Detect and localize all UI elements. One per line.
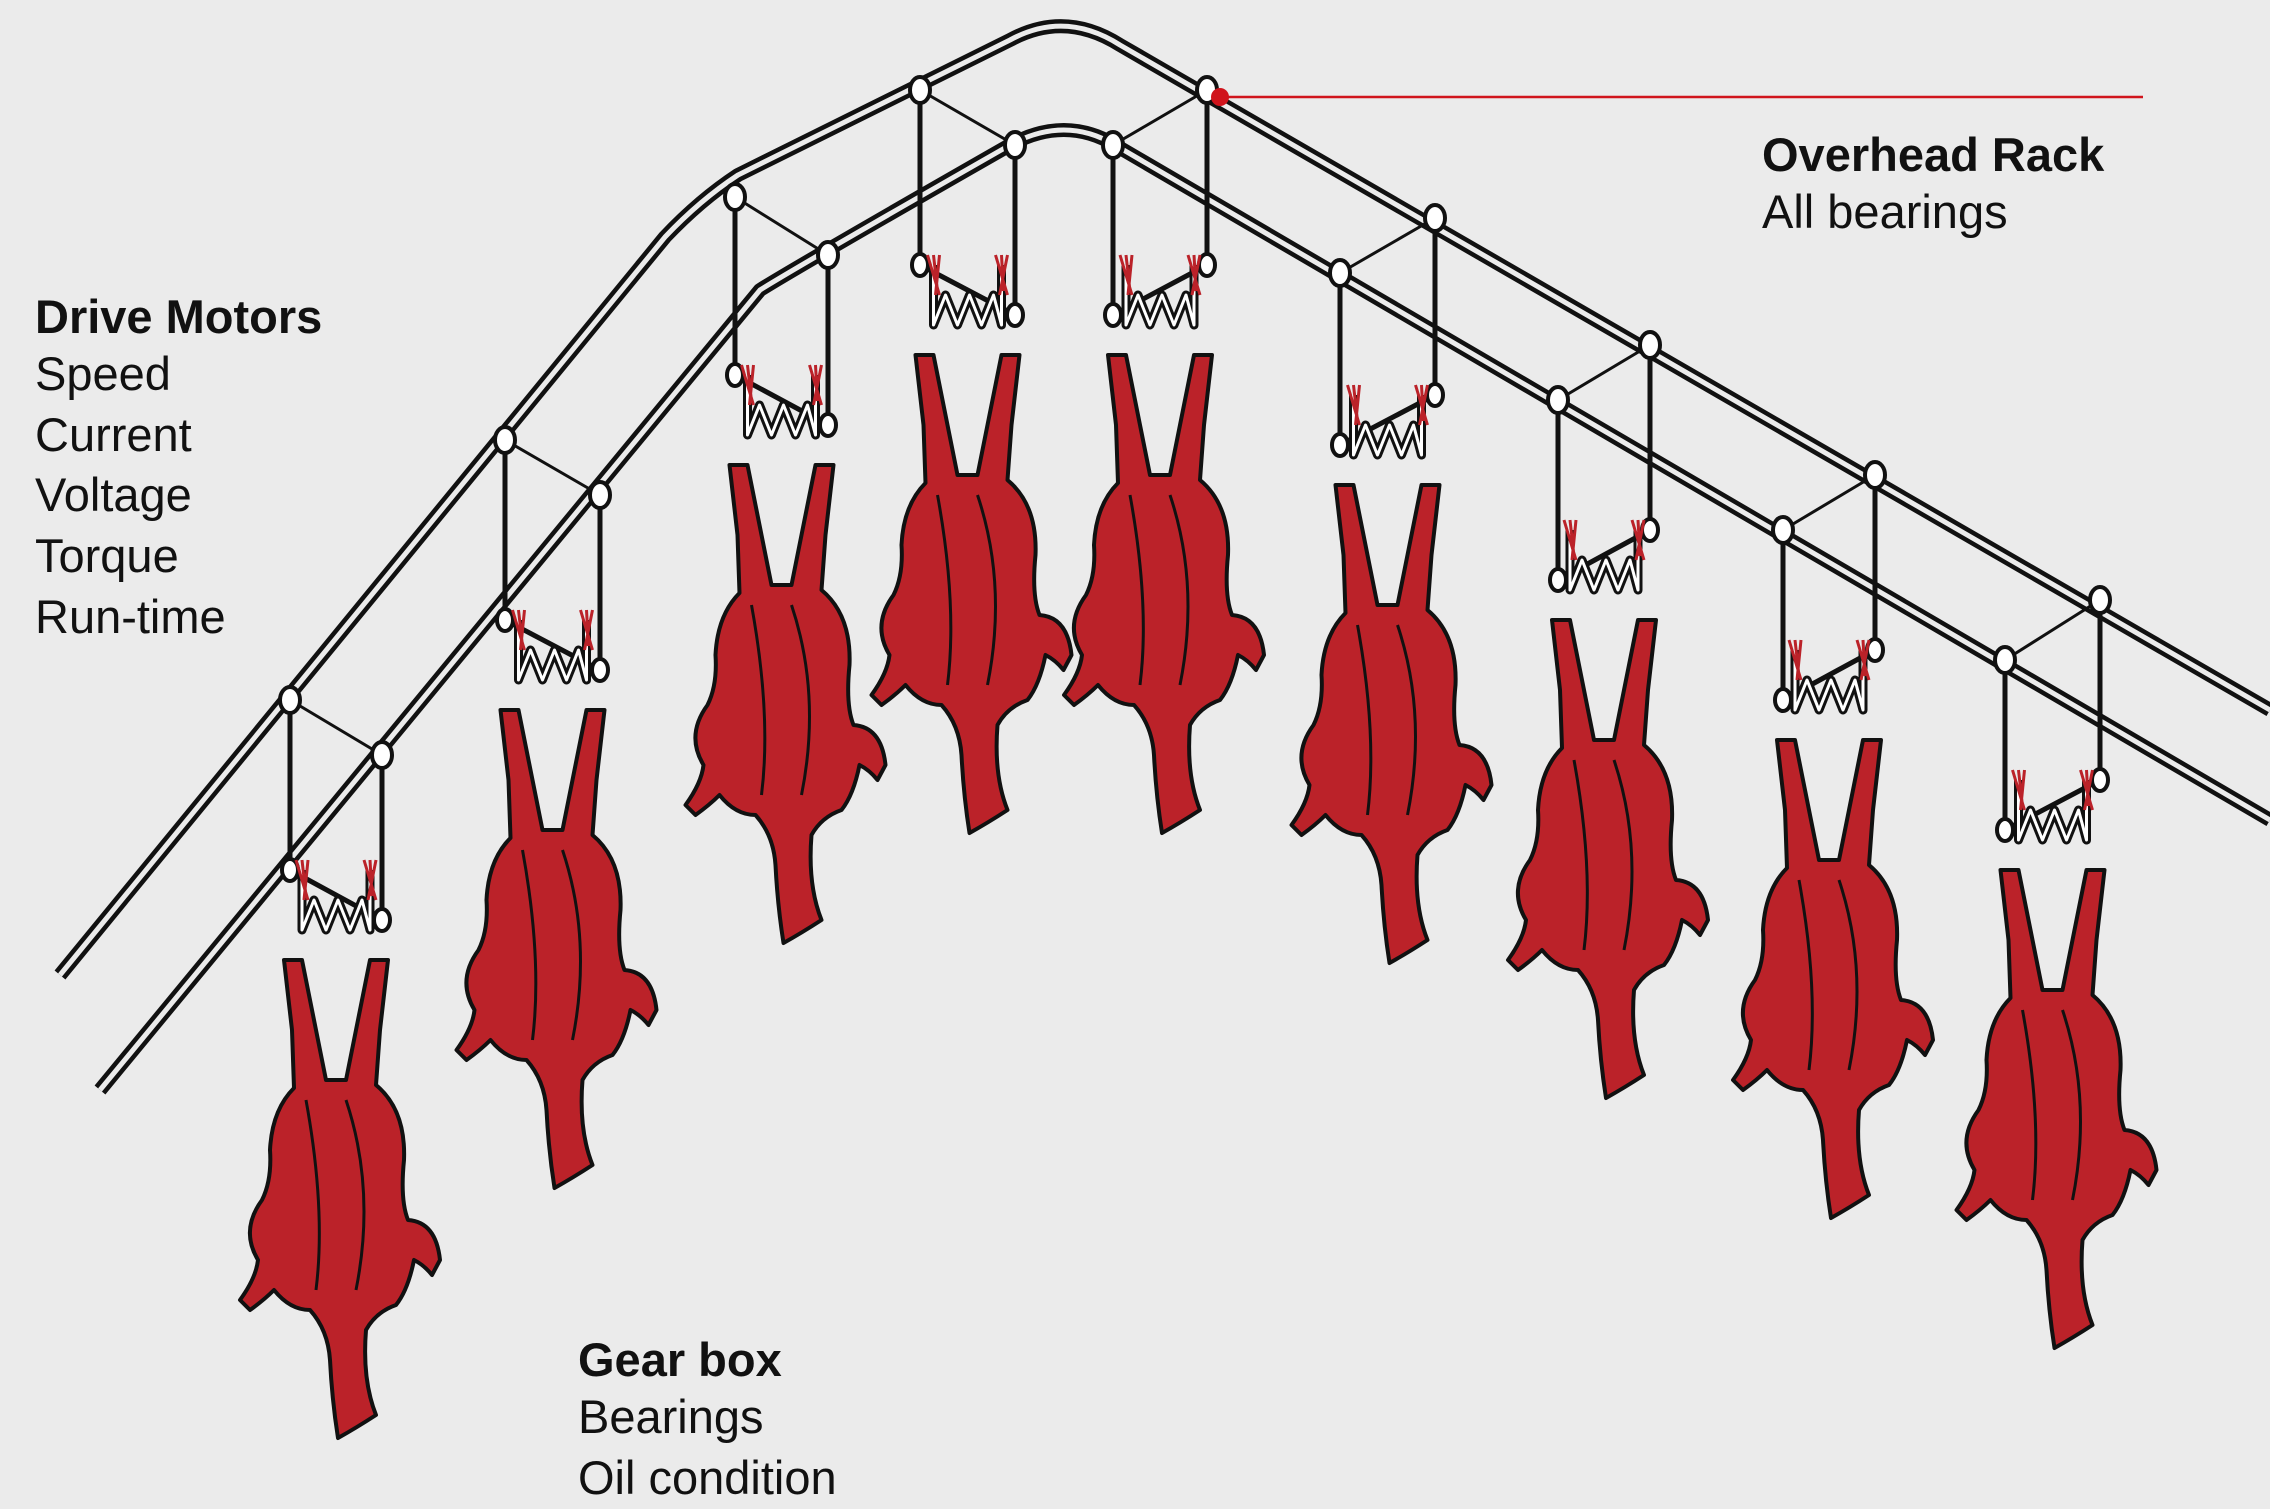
- drive-motors-item-speed: Speed: [35, 344, 322, 405]
- hanger-ring: [592, 659, 608, 681]
- gear-box-label: Gear box Bearings Oil condition: [578, 1333, 837, 1508]
- hanger-ring: [727, 364, 743, 386]
- tie-bar: [735, 197, 828, 255]
- tie-bar: [1113, 90, 1207, 145]
- rail-bearing-ring: [1103, 132, 1123, 158]
- carcass-icon: [1508, 620, 1708, 1098]
- drive-motors-item-runtime: Run-time: [35, 587, 322, 648]
- carcass-icon: [872, 355, 1072, 833]
- gear-box-item-oil: Oil condition: [578, 1448, 837, 1509]
- hanger-unit: [1292, 205, 1492, 963]
- rail-bearing-ring: [1865, 462, 1885, 488]
- hanger-ring: [1105, 304, 1121, 326]
- rail-bearing-ring: [818, 242, 838, 268]
- hanger-unit: [1508, 332, 1708, 1098]
- overhead-rack-label: Overhead Rack All bearings: [1762, 128, 2104, 243]
- hanger-ring: [1427, 384, 1443, 406]
- rail-bearing-ring: [495, 427, 515, 453]
- overhead-rack-callout: [1211, 88, 2143, 106]
- rail-bearing-ring: [1773, 517, 1793, 543]
- carcass-icon: [1957, 870, 2157, 1348]
- carcass-icon: [1064, 355, 1264, 833]
- hanger-group: [240, 77, 2157, 1438]
- hanger-unit: [686, 184, 886, 943]
- rail-bearing-ring: [910, 77, 930, 103]
- hanger-ring: [1199, 254, 1215, 276]
- gear-box-item-bearings: Bearings: [578, 1387, 837, 1448]
- tie-bar: [1340, 218, 1435, 273]
- hanger-ring: [1007, 304, 1023, 326]
- overhead-rack-title: Overhead Rack: [1762, 128, 2104, 182]
- drive-motors-item-current: Current: [35, 405, 322, 466]
- drive-motors-label: Drive Motors Speed Current Voltage Torqu…: [35, 290, 322, 647]
- hanger-unit: [1733, 462, 1933, 1218]
- hanger-ring: [1997, 819, 2013, 841]
- gear-box-title: Gear box: [578, 1333, 837, 1387]
- rail-bearing-ring: [1548, 387, 1568, 413]
- hanger-ring: [374, 909, 390, 931]
- tie-bar: [2005, 600, 2100, 660]
- hanger-ring: [2092, 769, 2108, 791]
- hanger-ring: [1332, 434, 1348, 456]
- hanger-unit: [872, 77, 1072, 833]
- rail-bearing-ring: [2090, 587, 2110, 613]
- carcass-icon: [686, 465, 886, 943]
- rail-bearing-ring: [280, 687, 300, 713]
- hanger-ring: [1550, 569, 1566, 591]
- carcass-icon: [457, 710, 657, 1188]
- rail-bearing-ring: [372, 742, 392, 768]
- drive-motors-item-torque: Torque: [35, 526, 322, 587]
- carcass-icon: [240, 960, 440, 1438]
- carcass-icon: [1292, 485, 1492, 963]
- carcass-icon: [1733, 740, 1933, 1218]
- tie-bar: [290, 700, 382, 755]
- rail-bearing-ring: [1330, 260, 1350, 286]
- rail-bearing-ring: [1005, 132, 1025, 158]
- hanger-ring: [497, 609, 513, 631]
- drive-motors-title: Drive Motors: [35, 290, 322, 344]
- rail-bearing-ring: [1425, 205, 1445, 231]
- rail-bearing-ring: [1640, 332, 1660, 358]
- rail-bearing-ring: [725, 184, 745, 210]
- drive-motors-item-voltage: Voltage: [35, 465, 322, 526]
- hanger-ring: [912, 254, 928, 276]
- tie-bar: [505, 440, 600, 495]
- overhead-rack-item-bearings: All bearings: [1762, 182, 2104, 243]
- hanger-ring: [1775, 689, 1791, 711]
- tie-bar: [1783, 475, 1875, 530]
- tie-bar: [920, 90, 1015, 145]
- hanger-unit: [1064, 77, 1264, 833]
- hanger-ring: [820, 414, 836, 436]
- rail-bearing-ring: [1995, 647, 2015, 673]
- tie-bar: [1558, 345, 1650, 400]
- rail-bearing-ring: [590, 482, 610, 508]
